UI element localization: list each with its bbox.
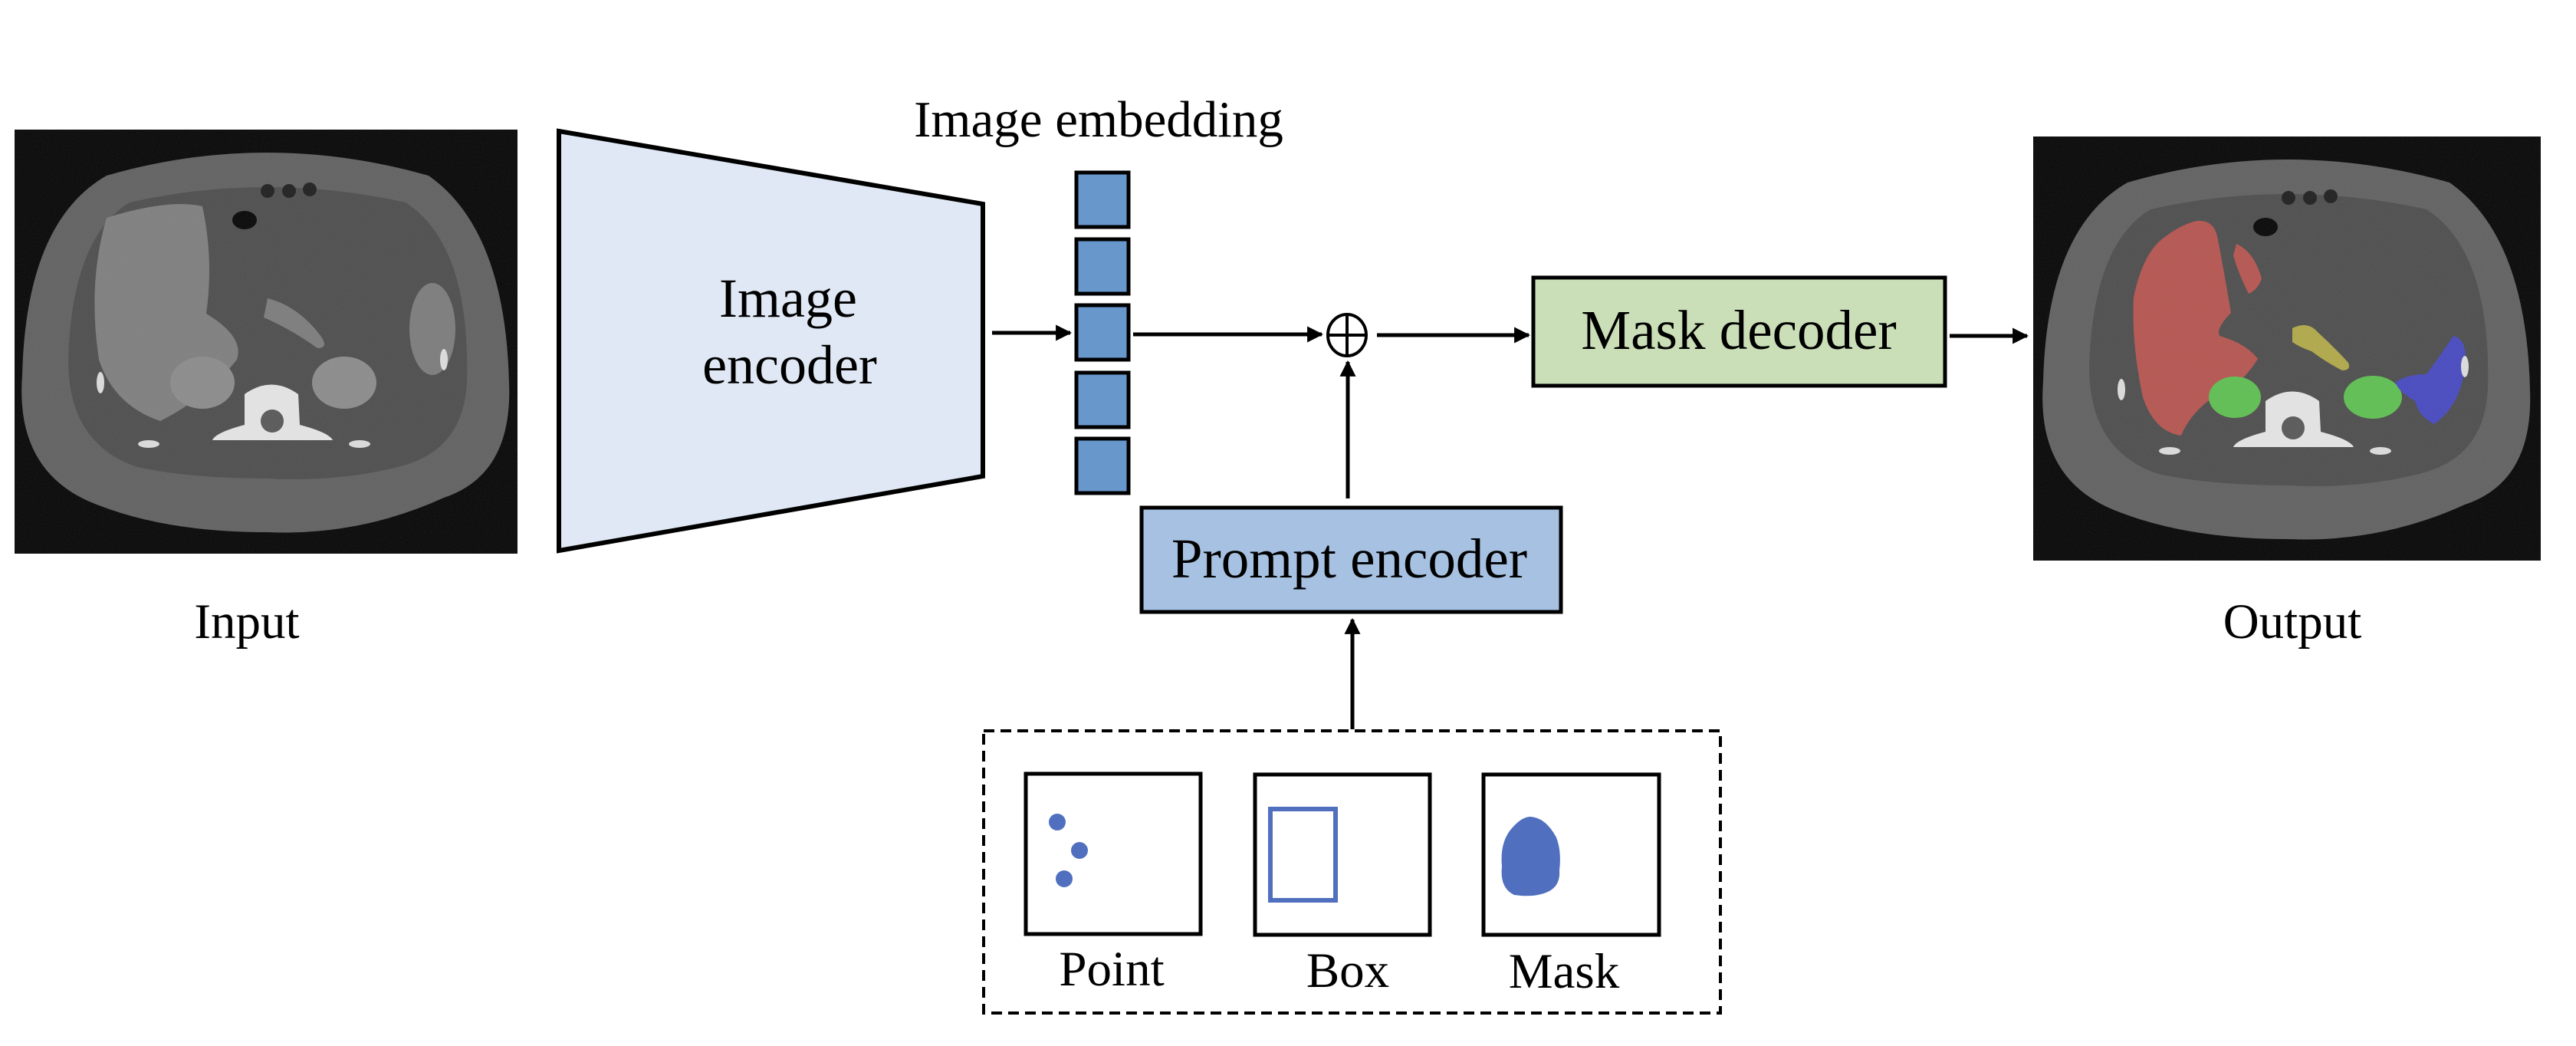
embedding-token bbox=[1074, 303, 1131, 362]
box-prompt-panel bbox=[1253, 772, 1432, 937]
mask-prompt-label: Mask bbox=[1509, 944, 1620, 999]
mask-decoder-label: Mask decoder bbox=[1581, 299, 1896, 361]
image-embedding-tokens bbox=[1074, 170, 1131, 495]
embedding-token bbox=[1074, 237, 1131, 296]
image-encoder-label-line1: Image bbox=[719, 268, 857, 329]
point-prompt-panel bbox=[1024, 771, 1203, 936]
prompt-mask: Mask bbox=[1481, 772, 1661, 999]
image-encoder-label-line2: encoder bbox=[702, 334, 877, 396]
image-encoder-block bbox=[557, 128, 985, 554]
bounding-box-icon bbox=[1268, 807, 1338, 903]
input-ct-image bbox=[15, 130, 518, 554]
output-label: Output bbox=[2223, 594, 2362, 650]
embedding-token bbox=[1074, 170, 1131, 229]
prompt-box: Box bbox=[1253, 772, 1432, 998]
embedding-token bbox=[1074, 370, 1131, 429]
prompt-encoder-block bbox=[1139, 505, 1563, 614]
point-prompt-label: Point bbox=[1059, 942, 1164, 997]
box-prompt-label: Box bbox=[1306, 943, 1389, 998]
prompt-point: Point bbox=[1024, 771, 1203, 997]
mask-blob-icon bbox=[1501, 817, 1560, 896]
mask-decoder-block bbox=[1531, 275, 1947, 388]
embedding-token bbox=[1074, 436, 1131, 495]
prompt-types-group bbox=[982, 729, 1722, 1015]
combine-oplus-icon bbox=[1326, 313, 1368, 357]
input-label: Input bbox=[194, 594, 299, 650]
points-icon bbox=[1049, 814, 1088, 887]
image-embedding-label: Image embedding bbox=[914, 91, 1283, 148]
prompt-encoder-label: Prompt encoder bbox=[1171, 528, 1527, 590]
output-ct-image bbox=[2033, 137, 2541, 561]
